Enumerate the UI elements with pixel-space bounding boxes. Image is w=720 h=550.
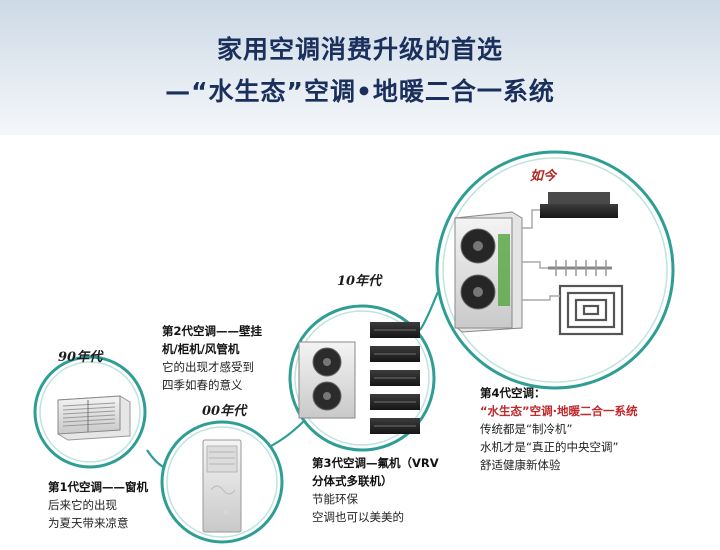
manifold xyxy=(548,260,612,276)
gen2-title-line1: 第2代空调——壁挂 xyxy=(162,324,263,338)
connecting-pipes xyxy=(522,209,560,301)
gen2-line: 四季如春的意义 xyxy=(162,378,243,392)
gen3-title-line2: 分体式多联机） xyxy=(312,474,393,488)
era-label-00s: 00年代 xyxy=(202,404,247,419)
floor-heating-coil xyxy=(558,284,624,336)
fan-coil-unit xyxy=(540,192,618,218)
page-subtitle: —“水生态”空调•地暖二合一系统 xyxy=(165,77,555,106)
gen4-highlight: “水生态”空调·地暖二合一系统 xyxy=(480,404,638,418)
gen3-description: 第3代空调—氟机（VRV 分体式多联机） 节能环保 空调也可以美美的 xyxy=(312,454,439,526)
page-title: 家用空调消费升级的首选 xyxy=(216,35,503,64)
era-label-10s: 10年代 xyxy=(337,274,382,289)
gen1-line: 为夏天带来凉意 xyxy=(48,516,129,530)
gen1-title: 第1代空调——窗机 xyxy=(48,480,149,494)
era-label-now: 如今 xyxy=(530,169,557,184)
gen3-line: 空调也可以美美的 xyxy=(312,510,404,524)
era-label-90s: 90年代 xyxy=(58,350,103,365)
window-ac-image xyxy=(57,395,131,441)
gen4-line: 舒适健康新体验 xyxy=(480,458,561,472)
gen1-description: 第1代空调——窗机 后来它的出现 为夏天带来凉意 xyxy=(48,478,148,532)
heat-pump-outdoor-unit xyxy=(454,211,523,333)
gen2-title-line2: 机/柜机/风管机 xyxy=(162,342,240,356)
gen2-description: 第2代空调——壁挂 机/柜机/风管机 它的出现才感受到 四季如春的意义 xyxy=(162,322,262,394)
gen4-title: 第4代空调： xyxy=(480,386,546,400)
gen3-title-line1: 第3代空调—氟机（VRV xyxy=(312,456,439,470)
gen4-line: 水机才是“真正的中央空调” xyxy=(480,440,619,454)
tower-ac-image xyxy=(202,439,242,533)
gen2-line: 它的出现才感受到 xyxy=(162,360,254,374)
vrv-outdoor-unit xyxy=(298,341,356,419)
gen4-description: 第4代空调： “水生态”空调·地暖二合一系统 传统都是“制冷机” 水机才是“真正… xyxy=(480,384,637,474)
vrv-indoor-units xyxy=(370,322,420,434)
gen1-line: 后来它的出现 xyxy=(48,498,117,512)
connector-3-4 xyxy=(419,291,439,331)
gen3-line: 节能环保 xyxy=(312,492,358,506)
gen4-line: 传统都是“制冷机” xyxy=(480,422,573,436)
title-banner xyxy=(0,0,720,135)
